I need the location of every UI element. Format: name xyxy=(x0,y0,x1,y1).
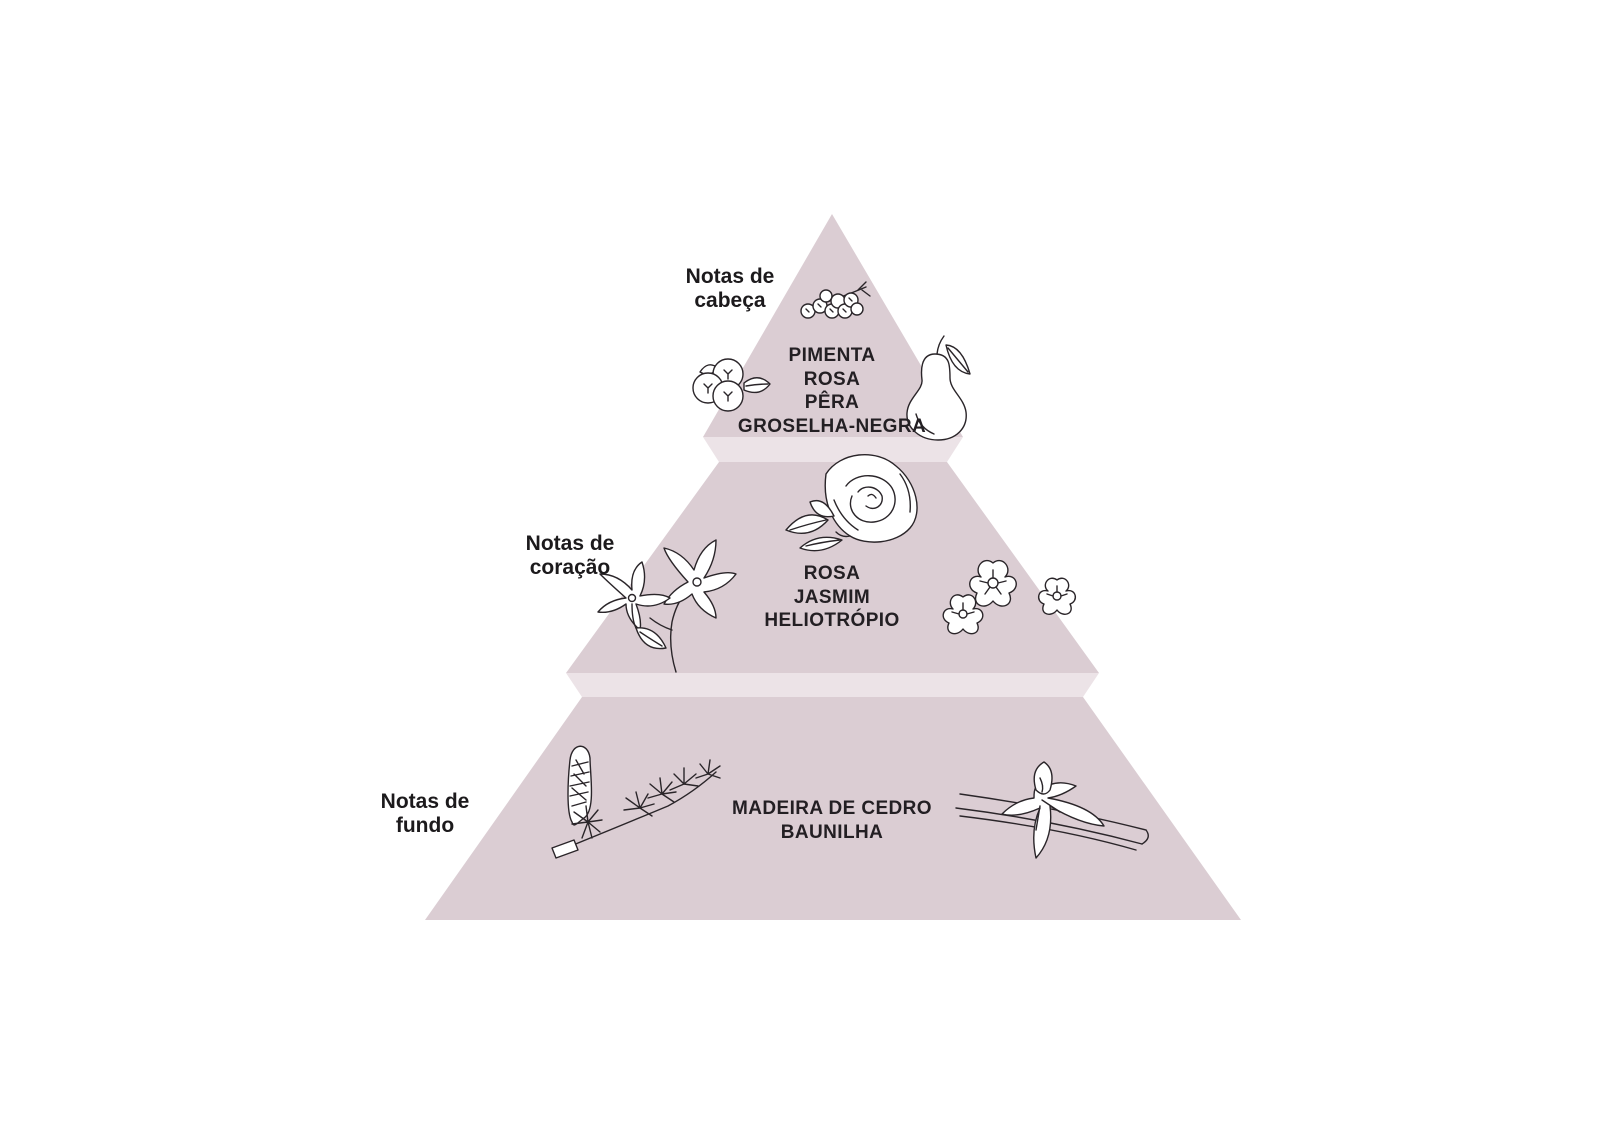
gap-band-lower xyxy=(566,673,1099,697)
heliotrope-icon xyxy=(942,559,1077,635)
note-item: BAUNILHA xyxy=(780,821,884,843)
note-item: PÊRA xyxy=(804,392,860,413)
tier-bottom-shape xyxy=(425,697,1241,920)
note-item: HELIOTRÓPIO xyxy=(764,610,900,631)
note-item: MADEIRA DE CEDRO xyxy=(732,798,932,819)
tier-bottom-label-line2: fundo xyxy=(395,814,455,837)
note-item: PIMENTA xyxy=(788,345,876,366)
tier-bottom-label-line1: Notas de xyxy=(380,790,470,813)
tier-middle-label-line2: coração xyxy=(529,556,611,579)
pink-pepper-icon xyxy=(800,281,871,319)
tier-top-label-line1: Notas de xyxy=(685,265,775,288)
gap-band-upper xyxy=(703,437,963,462)
tier-top-notes: PIMENTA ROSA PÊRA GROSELHA-NEGRA xyxy=(712,344,952,438)
blackcurrant-icon xyxy=(692,358,771,412)
note-item: JASMIM xyxy=(793,586,871,608)
tier-middle-label-line1: Notas de xyxy=(525,532,615,555)
tier-top-shape xyxy=(703,214,963,437)
pear-icon xyxy=(906,335,971,441)
tier-middle-label: Notas de coração xyxy=(500,532,640,580)
cedar-branch-icon xyxy=(551,745,721,859)
note-item: ROSA xyxy=(803,368,861,390)
tier-middle-notes: ROSA JASMIM HELIOTRÓPIO xyxy=(712,562,952,633)
tier-top-label: Notas de cabeça xyxy=(660,265,800,313)
note-item: GROSELHA-NEGRA xyxy=(737,415,927,437)
note-item: ROSA xyxy=(803,563,861,584)
vanilla-icon xyxy=(955,761,1149,859)
tier-bottom-label: Notas de fundo xyxy=(355,790,495,838)
jasmine-icon xyxy=(597,539,737,673)
tier-top-label-line2: cabeça xyxy=(694,289,766,312)
tier-bottom-notes: MADEIRA DE CEDRO BAUNILHA xyxy=(692,797,972,844)
rose-icon xyxy=(785,454,918,552)
